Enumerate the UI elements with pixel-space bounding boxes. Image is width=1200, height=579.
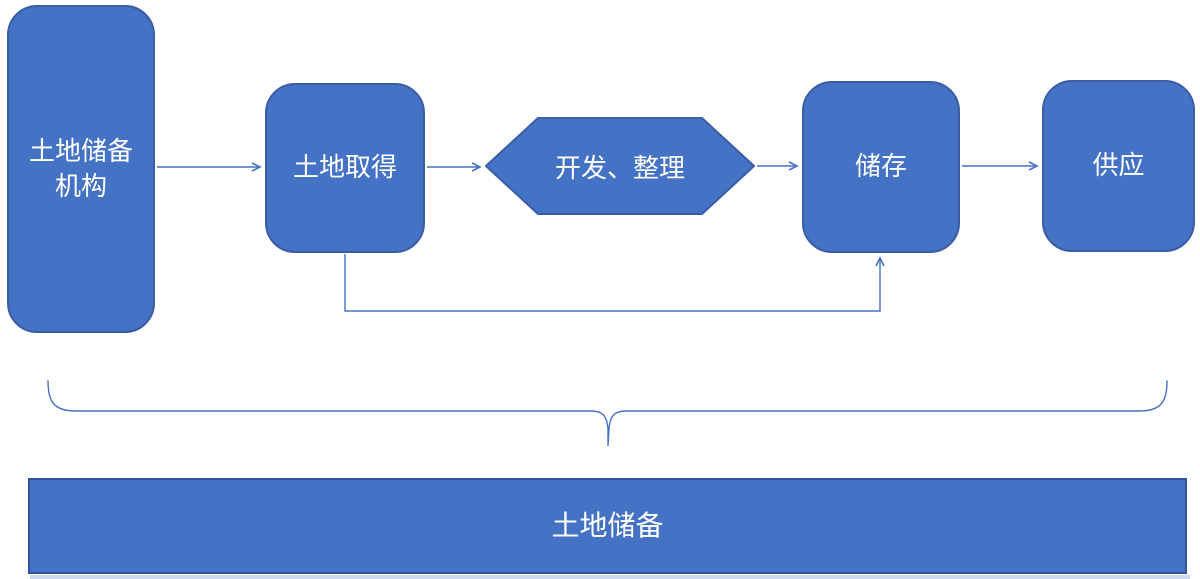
node-develop-arrange-label: 开发、整理 <box>554 152 685 183</box>
node-land-reserve-bar: 土地储备 <box>28 478 1187 574</box>
node-supply-label: 供应 <box>1092 150 1145 181</box>
hexagon-polygon <box>485 117 755 215</box>
node-land-reserve-bar-label: 土地储备 <box>551 510 664 542</box>
bottom-edge-stripe <box>30 575 1190 579</box>
node-land-reserve-agency: 土地储备 机构 <box>7 5 155 333</box>
curly-brace <box>47 380 1168 447</box>
node-land-acquisition-label: 土地取得 <box>292 152 397 183</box>
node-land-acquisition: 土地取得 <box>265 83 425 253</box>
node-storage-label: 储存 <box>854 151 907 182</box>
node-storage: 储存 <box>802 81 960 253</box>
hexagon-shape <box>485 117 755 215</box>
node-supply: 供应 <box>1042 80 1195 252</box>
arrow-acquisition-to-storage-elbow <box>344 254 885 312</box>
node-land-reserve-agency-label: 土地储备 机构 <box>28 135 133 201</box>
node-develop-arrange: 开发、整理 <box>485 117 755 215</box>
